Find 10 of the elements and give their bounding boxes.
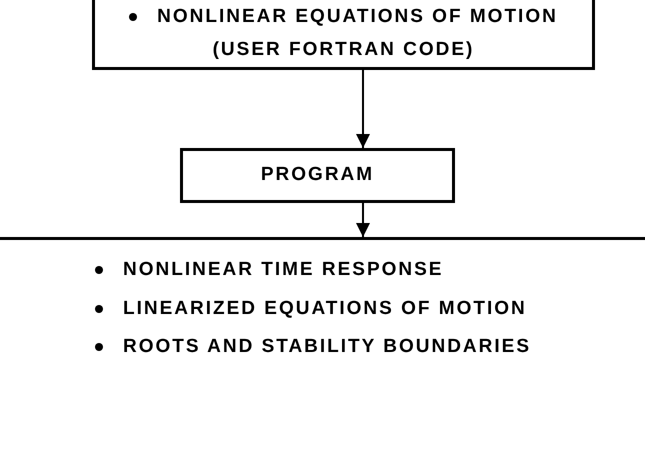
- result-text: LINEARIZED EQUATIONS OF MOTION: [123, 296, 527, 320]
- process-box: [92, 0, 595, 70]
- process-box: [180, 148, 455, 203]
- arrow: [356, 70, 370, 148]
- arrow: [356, 203, 370, 237]
- box-text: NONLINEAR EQUATIONS OF MOTION: [157, 5, 558, 29]
- box-label: PROGRAM: [260, 163, 374, 188]
- result-text: NONLINEAR TIME RESPONSE: [123, 258, 444, 282]
- box-text: (USER FORTRAN CODE): [212, 38, 474, 62]
- result-text: ROOTS AND STABILITY BOUNDARIES: [123, 335, 531, 359]
